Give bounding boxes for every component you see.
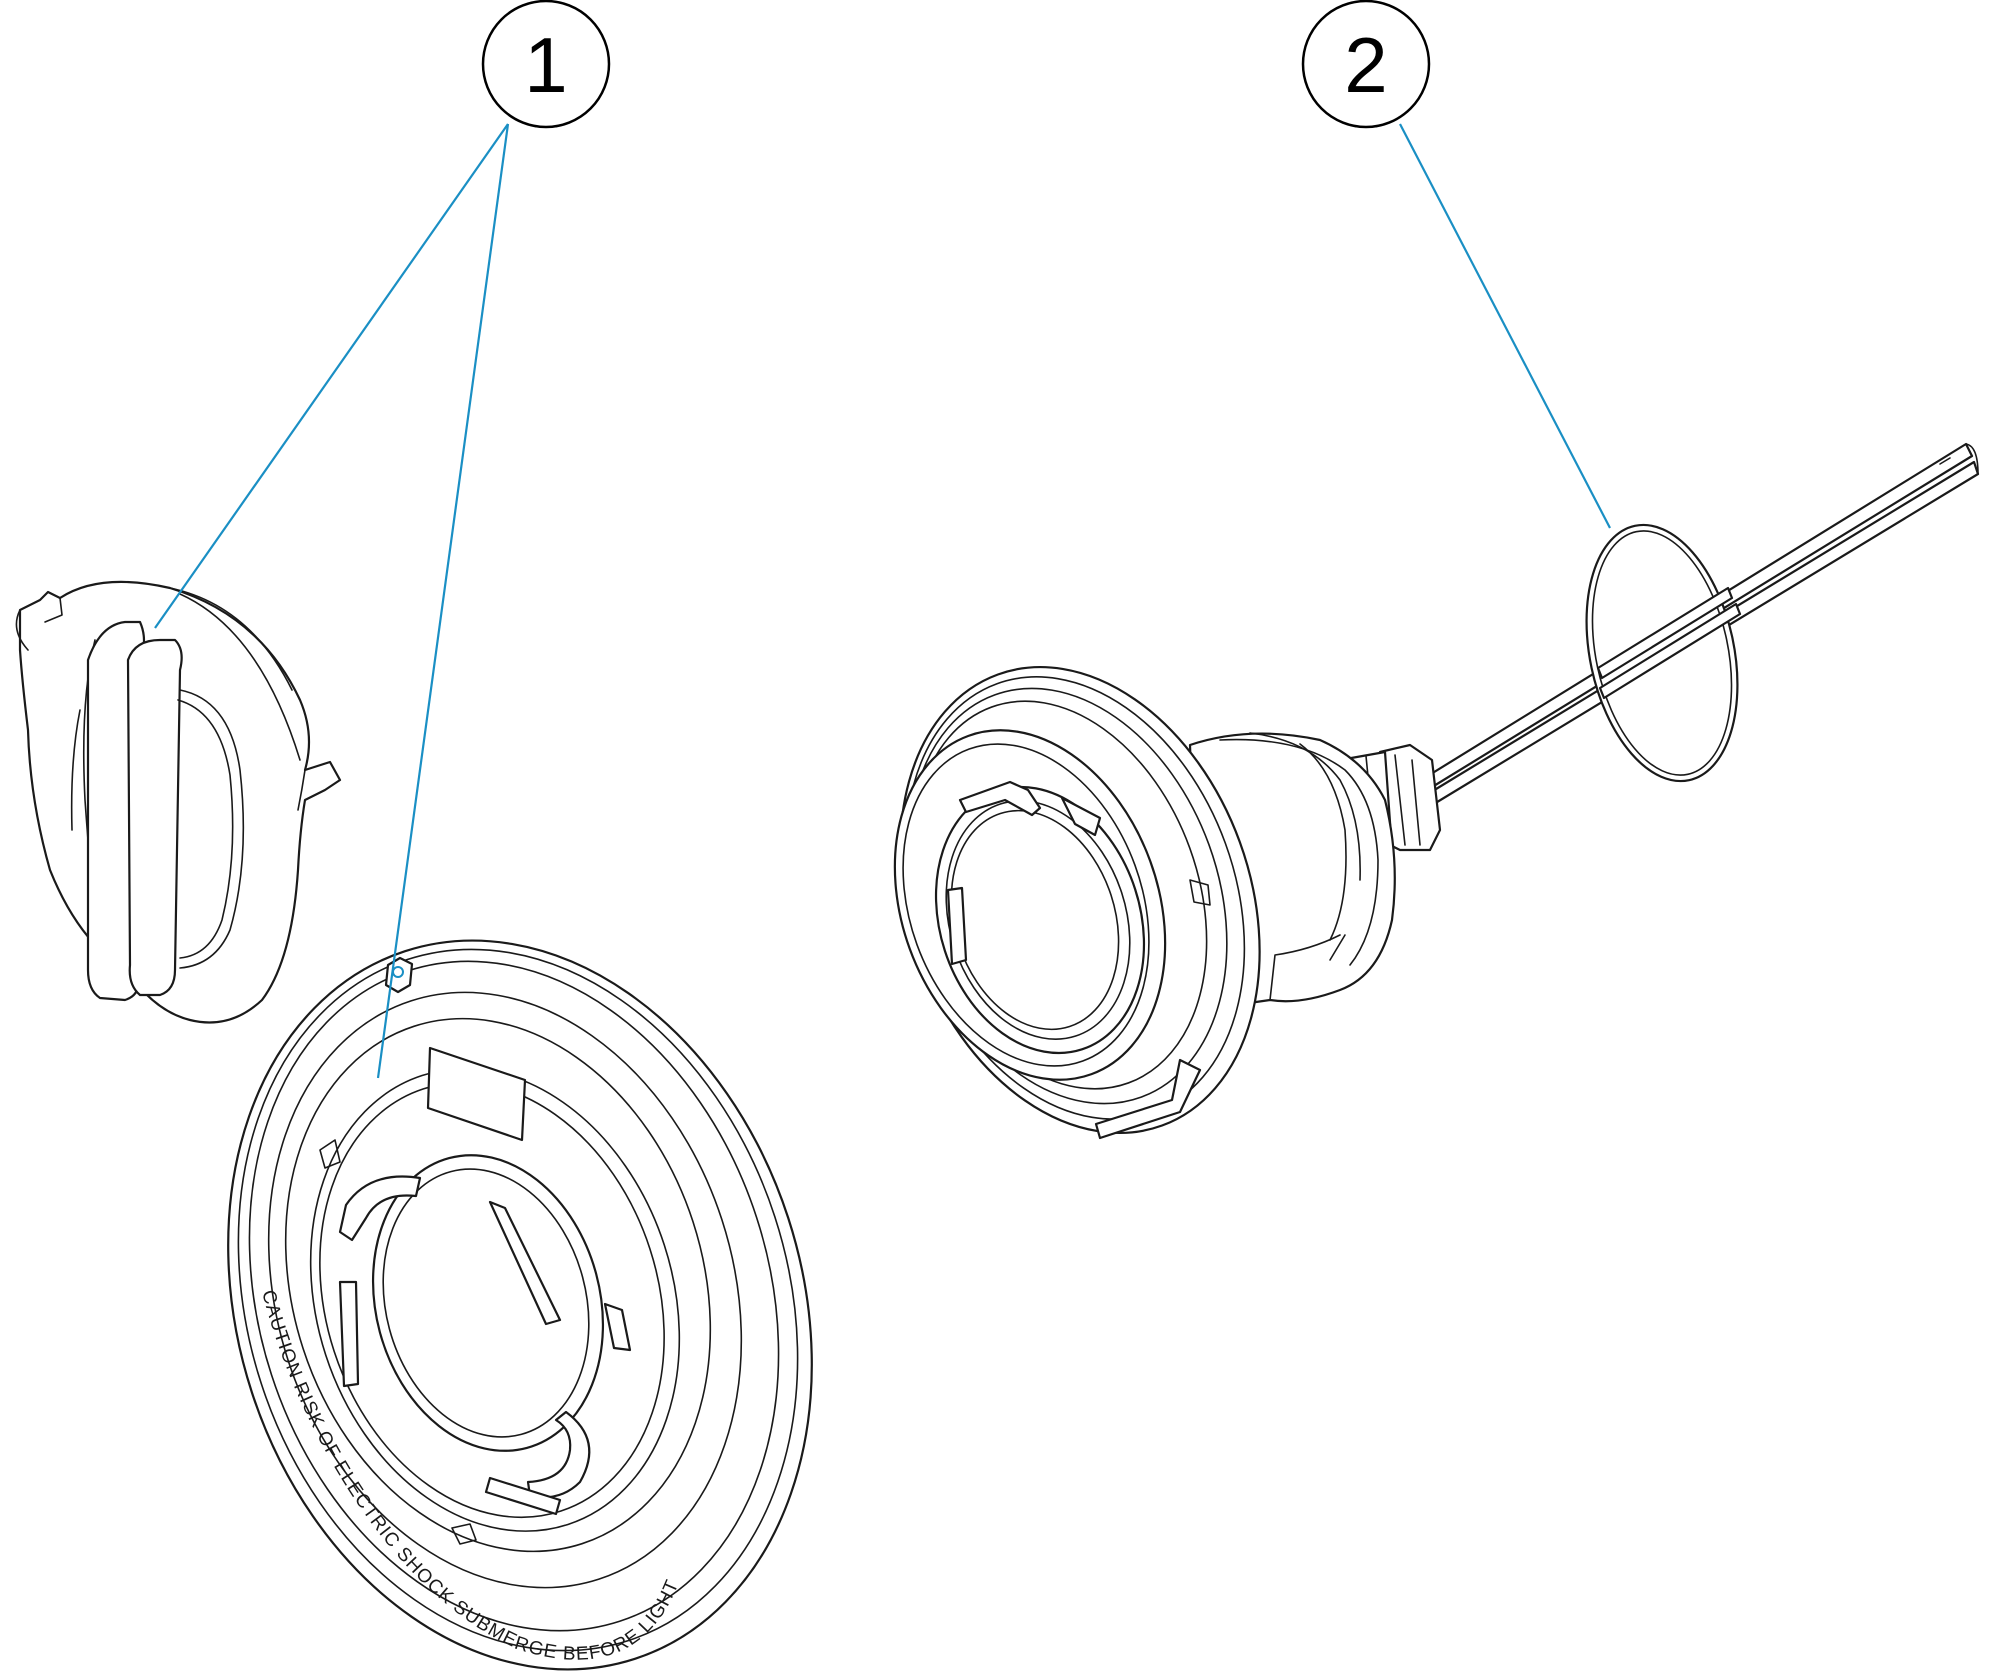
light-assembly-part: [893, 442, 1980, 1140]
cap-part: [15, 580, 342, 1024]
callout-1: 1: [481, 0, 611, 129]
leader-line-1a: [154, 123, 509, 629]
leader-dot-1b: [392, 966, 404, 978]
leader-lines: [154, 123, 1611, 1079]
callout-2: 2: [1301, 0, 1431, 129]
callout-2-label: 2: [1344, 21, 1387, 109]
leader-line-2: [1399, 123, 1611, 529]
callout-1-label: 1: [524, 21, 567, 109]
callout-1-circle: [481, 0, 611, 129]
callout-2-circle: [1301, 0, 1431, 129]
leader-line-1b: [376, 123, 510, 1079]
